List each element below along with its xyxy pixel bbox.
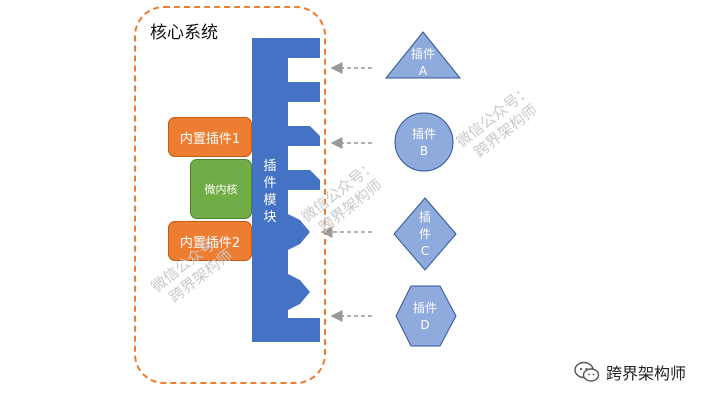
builtin-plugin-1[interactable]: 内置插件1 xyxy=(168,117,252,157)
plugin-c-chars: 件 xyxy=(418,227,431,241)
plugin-d-label: 插件 D xyxy=(410,300,440,334)
builtin-plugin-1-label: 内置插件1 xyxy=(179,131,241,147)
plugin-b-label: 插件 B xyxy=(409,126,439,160)
microkernel-label: 微内核 xyxy=(204,183,238,196)
core-system-title: 核心系统 xyxy=(150,23,218,43)
wechat-icon xyxy=(574,361,600,382)
brand-logo-text: 跨界架构师 xyxy=(606,364,687,383)
plugin-a-label: 插件 A xyxy=(408,46,438,80)
builtin-plugin-2[interactable]: 内置插件2 xyxy=(168,221,252,261)
plugin-a-name: 插件 xyxy=(410,47,435,61)
plugin-b-circle[interactable] xyxy=(394,112,454,172)
microkernel-box[interactable]: 微内核 xyxy=(190,159,252,219)
plugin-c-name: 插 xyxy=(418,210,431,224)
plugin-module-label: 插件模块 xyxy=(263,159,277,225)
builtin-plugin-2-label: 内置插件2 xyxy=(179,235,241,251)
plugin-a-triangle[interactable] xyxy=(384,31,462,79)
plugin-c-letter: C xyxy=(420,244,430,258)
plugin-b-name: 插件 xyxy=(411,127,436,141)
plugin-module-block xyxy=(252,38,320,342)
plugin-c-diamond[interactable] xyxy=(393,197,457,271)
plugin-d-hexagon[interactable] xyxy=(395,285,457,347)
plugin-d-name: 插件 xyxy=(412,301,437,315)
plugin-c-label: 插 件 C xyxy=(410,209,440,260)
brand-logo: 跨界架构师 xyxy=(574,360,686,384)
core-system-boundary xyxy=(134,6,326,384)
plugin-b-letter: B xyxy=(419,144,429,158)
plugin-a-letter: A xyxy=(418,64,428,78)
plugin-d-letter: D xyxy=(420,318,430,332)
